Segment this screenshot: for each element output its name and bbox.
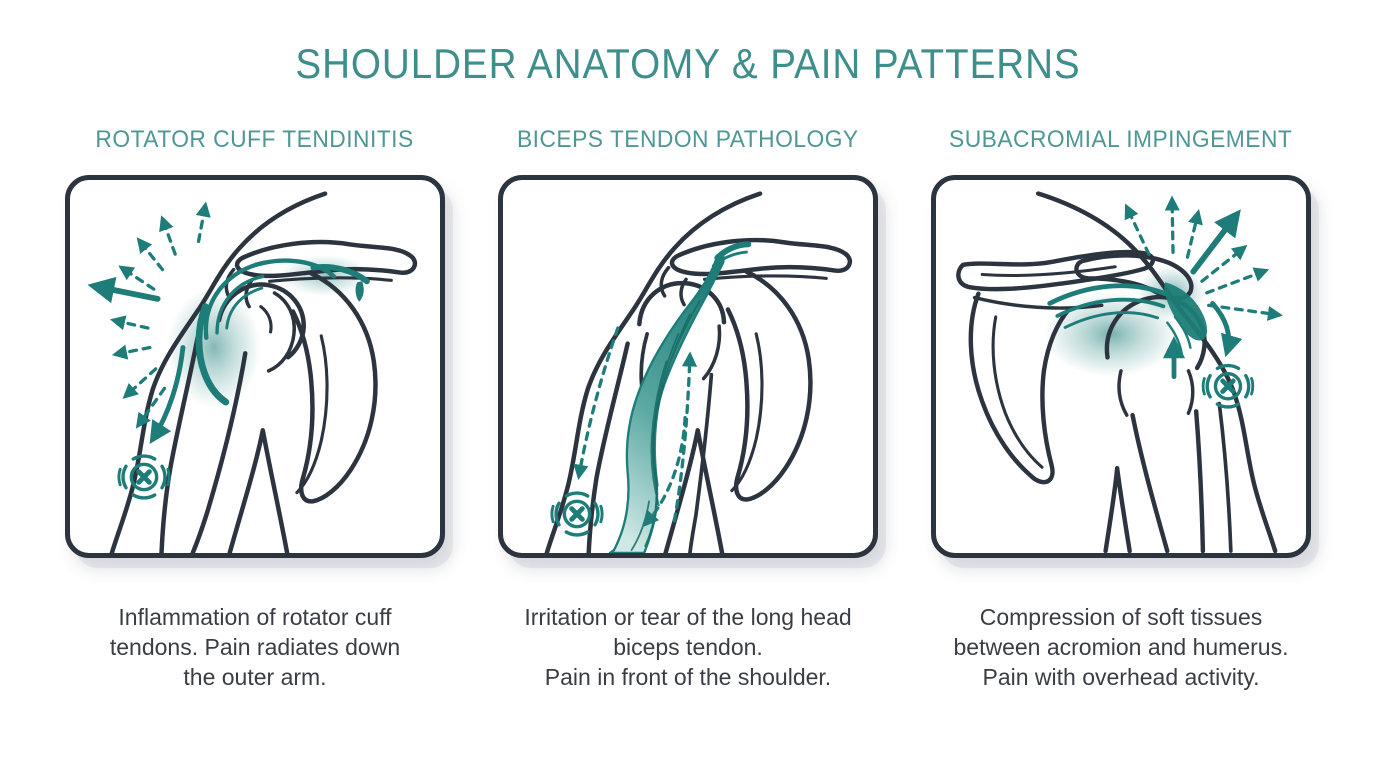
scapula-inner-line bbox=[730, 332, 764, 493]
pain-path-arrows-icon bbox=[573, 326, 698, 527]
arm-line bbox=[688, 372, 714, 553]
humeral-head bbox=[216, 282, 306, 360]
supraspinatus-tendon-band bbox=[1047, 282, 1208, 355]
clavicle-line bbox=[702, 274, 828, 281]
panel-columns: ROTATOR CUFF TENDINITIS bbox=[0, 126, 1376, 692]
scapula-bone bbox=[968, 291, 1072, 485]
arm-line bbox=[1217, 401, 1233, 553]
humerus-shaft bbox=[1193, 409, 1206, 553]
pain-burst-icon bbox=[117, 454, 171, 500]
illustration-panel bbox=[931, 175, 1311, 558]
main-pain-arrow bbox=[1190, 209, 1241, 275]
column-subacromial-impingement: SUBACROMIAL IMPINGEMENT bbox=[931, 126, 1311, 692]
panel-caption: Compression of soft tissues between acro… bbox=[954, 602, 1289, 692]
page-title: SHOULDER ANATOMY & PAIN PATTERNS bbox=[295, 40, 1081, 87]
column-rotator-cuff-tendinitis: ROTATOR CUFF TENDINITIS bbox=[65, 126, 445, 692]
glenoid-arc bbox=[259, 305, 273, 334]
scapular-spine-line bbox=[972, 295, 1104, 310]
main-pain-arrow bbox=[87, 276, 161, 304]
biceps-tendon-illustration bbox=[544, 191, 853, 553]
chest-line bbox=[1103, 465, 1132, 553]
neck-and-arm-contour bbox=[1035, 191, 1278, 553]
neck-and-arm-contour bbox=[544, 191, 763, 553]
illustration-panel bbox=[65, 175, 445, 558]
chest-line bbox=[227, 428, 290, 553]
arm-line bbox=[159, 335, 200, 553]
rotator-cuff-illustration bbox=[87, 191, 418, 553]
clavicle-bone bbox=[956, 249, 1155, 292]
caption-line: biceps tendon. bbox=[613, 634, 763, 660]
shoulder-bone-outlines bbox=[956, 191, 1278, 553]
pain-burst-icon bbox=[550, 491, 604, 537]
caption-line: Pain with overhead activity. bbox=[982, 664, 1260, 690]
caption-line: Inflammation of rotator cuff bbox=[118, 604, 392, 630]
humeral-head bbox=[637, 281, 727, 327]
arm-line bbox=[586, 341, 630, 553]
caption-line: the outer arm. bbox=[183, 664, 327, 690]
acromion-edge bbox=[659, 265, 671, 298]
radiating-pain-arrows-icon bbox=[87, 201, 211, 429]
joint-capsule bbox=[701, 324, 722, 381]
neck-and-arm-contour bbox=[109, 191, 328, 553]
panel-heading: BICEPS TENDON PATHOLOGY bbox=[517, 126, 859, 153]
column-biceps-tendon-pathology: BICEPS TENDON PATHOLOGY bbox=[498, 126, 878, 692]
caption-line: Pain in front of the shoulder. bbox=[544, 664, 832, 690]
caption-line: between acromion and humerus. bbox=[953, 634, 1289, 660]
illustration-panel bbox=[498, 175, 878, 558]
scapula-inner-line bbox=[295, 334, 329, 495]
down-arm-arrow-icon bbox=[1210, 300, 1243, 358]
radiating-pain-arrows-icon bbox=[1124, 195, 1283, 321]
scapula-inner-line bbox=[991, 315, 1044, 469]
clavicle-bone bbox=[669, 237, 853, 277]
shoulder-bone-outlines bbox=[544, 191, 853, 553]
panel-heading: ROTATOR CUFF TENDINITIS bbox=[95, 126, 415, 153]
clavicle-line bbox=[980, 265, 1117, 277]
panel-heading: SUBACROMIAL IMPINGEMENT bbox=[949, 126, 1293, 153]
scapula-bone bbox=[290, 271, 378, 504]
clavicle-line bbox=[268, 276, 393, 283]
rotator-cuff-tendons bbox=[195, 258, 370, 406]
caption-line: Compression of soft tissues bbox=[979, 604, 1263, 630]
shoulder-bone-outlines bbox=[109, 191, 418, 553]
pain-burst-icon bbox=[1201, 363, 1255, 409]
caption-line: Irritation or tear of the long head bbox=[524, 604, 852, 630]
scapula-bone bbox=[725, 269, 813, 502]
panel-caption: Inflammation of rotator cuff tendons. Pa… bbox=[110, 602, 400, 692]
humerus-shaft bbox=[1130, 412, 1170, 553]
humeral-neck bbox=[1186, 369, 1195, 415]
arm-line bbox=[190, 351, 248, 553]
joint-capsule bbox=[266, 291, 296, 373]
subacromial-impingement-illustration bbox=[956, 191, 1283, 553]
long-head-tendon bbox=[714, 241, 752, 261]
down-arm-arrow-icon bbox=[149, 345, 186, 444]
humeral-neck bbox=[1117, 369, 1129, 417]
caption-line: tendons. Pain radiates down bbox=[109, 634, 401, 660]
panel-caption: Irritation or tear of the long head bice… bbox=[524, 602, 851, 692]
clavicle-bone bbox=[234, 239, 418, 279]
